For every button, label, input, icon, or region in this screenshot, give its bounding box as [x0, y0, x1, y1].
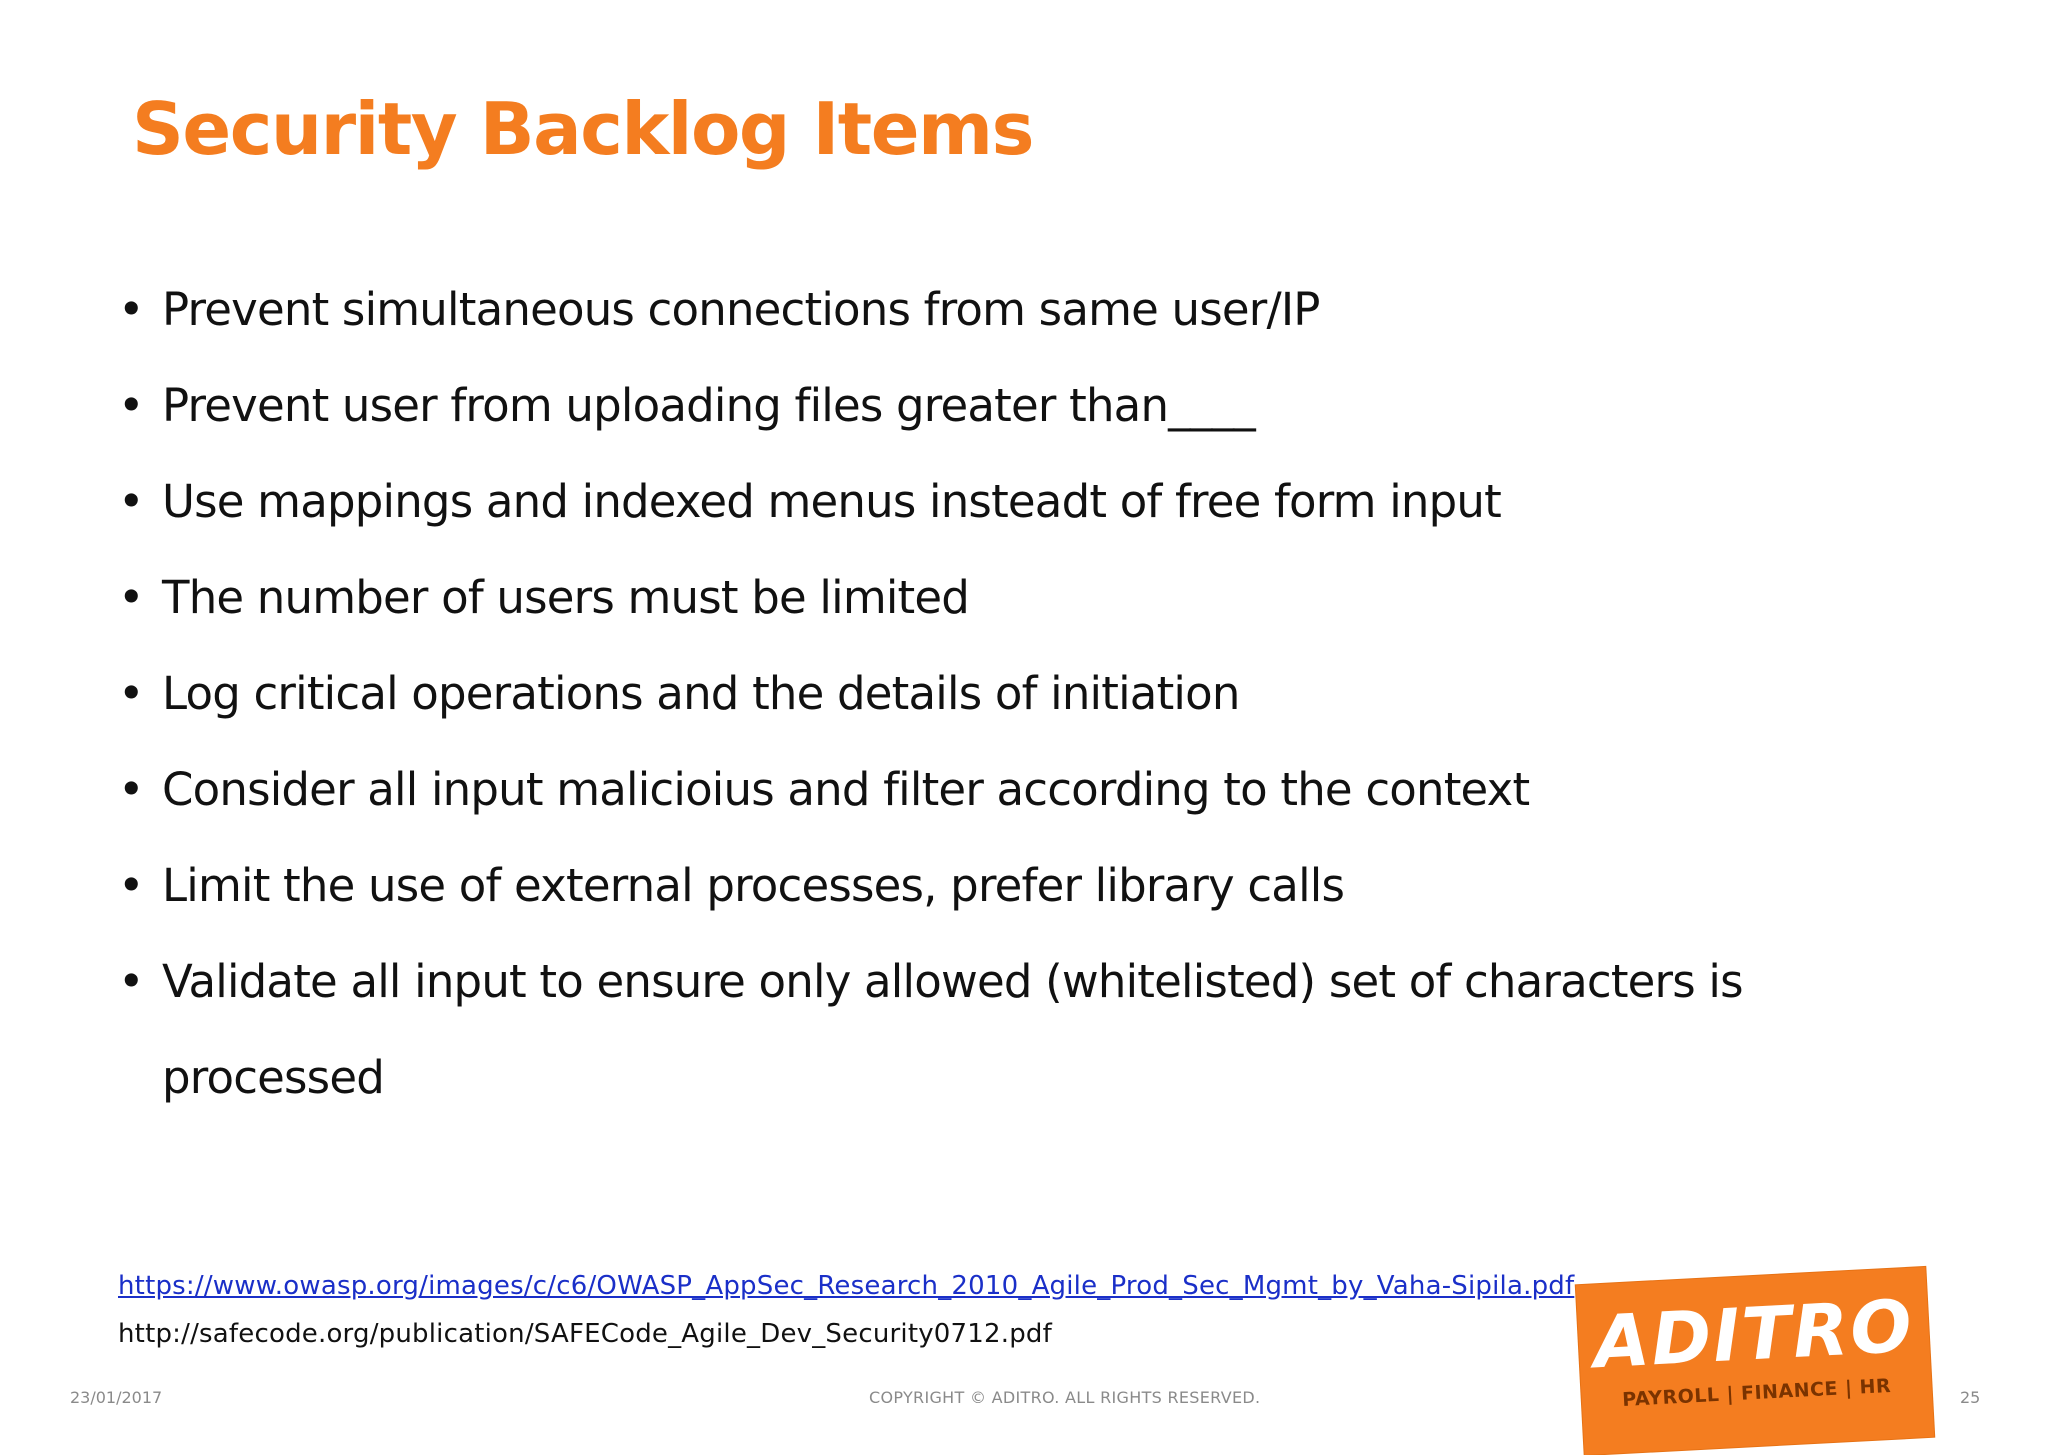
bullet-icon: • [118, 955, 145, 1008]
bullet-text: Prevent user from uploading files greate… [162, 379, 1256, 432]
bullet-item: • The number of users must be limited [118, 550, 1918, 646]
footer-date: 23/01/2017 [70, 1388, 163, 1407]
bullet-item: • Use mappings and indexed menus insteadt… [118, 454, 1918, 550]
references: https://www.owasp.org/images/c/c6/OWASP_… [118, 1262, 1574, 1358]
bullet-text: The number of users must be limited [162, 571, 970, 624]
bullet-icon: • [118, 379, 145, 432]
bullet-icon: • [118, 763, 145, 816]
bullet-text: Prevent simultaneous connections from sa… [162, 283, 1320, 336]
safecode-reference-text: http://safecode.org/publication/SAFECode… [118, 1319, 1052, 1349]
bullet-list: • Prevent simultaneous connections from s… [118, 262, 1918, 1126]
page-number: 25 [1960, 1388, 1981, 1407]
bullet-text: Log critical operations and the details … [162, 667, 1240, 720]
bullet-item: • Validate all input to ensure only allow… [118, 934, 1918, 1126]
bullet-icon: • [118, 283, 145, 336]
bullet-item: • Log critical operations and the details… [118, 646, 1918, 742]
bullet-item: • Prevent user from uploading files great… [118, 358, 1918, 454]
owasp-reference-link[interactable]: https://www.owasp.org/images/c/c6/OWASP_… [118, 1271, 1575, 1301]
slide-title: Security Backlog Items [132, 87, 1034, 171]
bullet-text: Use mappings and indexed menus insteadt … [162, 475, 1502, 528]
bullet-item: • Consider all input malicioius and filte… [118, 742, 1918, 838]
bullet-item: • Prevent simultaneous connections from s… [118, 262, 1918, 358]
bullet-text: Limit the use of external processes, pre… [162, 859, 1345, 912]
bullet-icon: • [118, 667, 145, 720]
bullet-text: Validate all input to ensure only allowe… [162, 955, 1744, 1104]
bullet-icon: • [118, 859, 145, 912]
bullet-text: Consider all input malicioius and filter… [162, 763, 1530, 816]
bullet-icon: • [118, 571, 145, 624]
logo-wordmark: ADITRO [1591, 1283, 1916, 1385]
footer-copyright: COPYRIGHT © ADITRO. ALL RIGHTS RESERVED. [869, 1388, 1261, 1407]
bullet-item: • Limit the use of external processes, pr… [118, 838, 1918, 934]
bullet-icon: • [118, 475, 145, 528]
aditro-logo: ADITRO PAYROLL | FINANCE | HR [1575, 1266, 1935, 1455]
